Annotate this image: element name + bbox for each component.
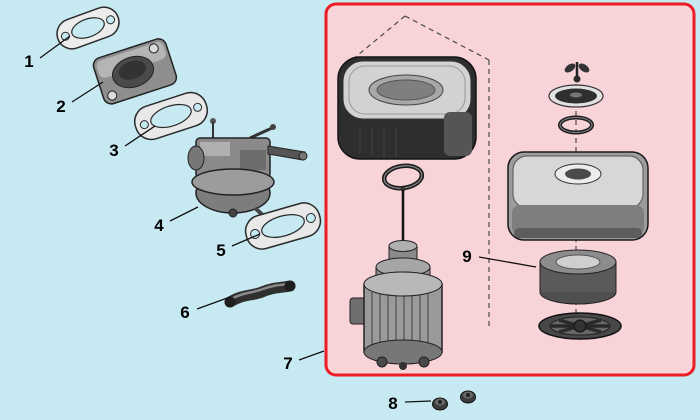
gasket-middle [133,91,209,141]
carburetor-assembly [187,118,308,222]
air-filter-element [539,249,617,305]
gasket-lower [244,202,322,250]
o-ring-small [558,115,594,135]
pump-body [349,240,443,370]
valve-rod [400,186,406,246]
callout-7: 7 [283,354,293,373]
callout-9: 9 [462,247,472,266]
filter-base-grate [538,312,622,340]
cover-cap [548,84,604,108]
gasket-top [56,6,120,50]
air-cleaner-cover [337,56,477,160]
callout-6: 6 [180,303,190,322]
callout-2: 2 [56,97,66,116]
wing-bolt [564,62,590,83]
air-cleaner-housing [507,151,649,241]
callout-5: 5 [216,241,226,260]
callout-4: 4 [154,216,164,235]
callout-8: 8 [388,394,398,413]
insulator-spacer [92,38,178,105]
leader-lines [39,35,537,403]
callout-1: 1 [24,52,34,71]
breather-tube [224,280,296,308]
callout-3: 3 [109,141,119,160]
flange-nuts [432,390,476,411]
